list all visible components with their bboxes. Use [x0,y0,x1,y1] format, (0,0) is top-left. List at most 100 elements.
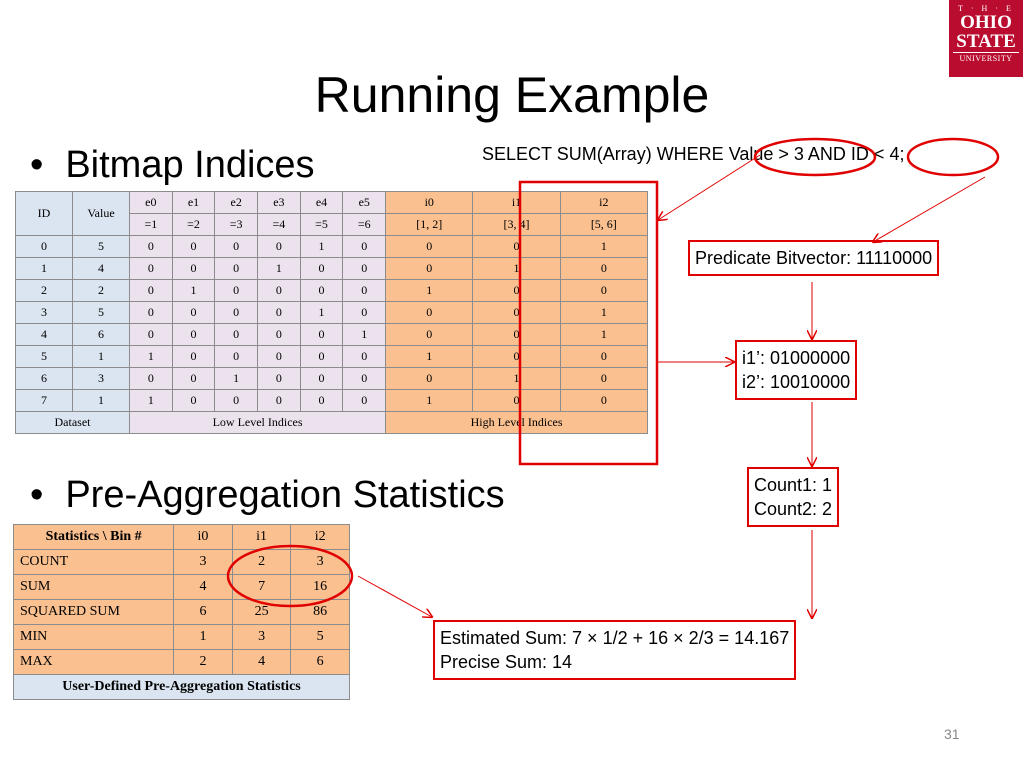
ohio-state-logo: T · H · E OHIO STATE UNIVERSITY [949,0,1023,77]
table-cell: 4 [15,323,73,346]
table-cell: 0 [257,279,301,302]
high-level-bins-highlight [518,180,659,466]
table-cell: 1 [385,345,474,368]
table-cell: 0 [257,389,301,412]
table-cell: 0 [472,235,561,258]
id-to-predicate-arrow [873,176,986,242]
table-cell: 0 [129,301,173,324]
table-cell: 0 [129,323,173,346]
table-cell: 0 [129,235,173,258]
slide-number: 31 [944,726,960,742]
table-cell: 1 [472,257,561,280]
table-cell: 2 [173,649,233,675]
table-cell: 0 [257,367,301,390]
header-cell: =1 [129,213,173,236]
table-cell: 25 [231,599,292,625]
table-cell: 1 [171,279,216,302]
table-cell: 1 [214,367,259,390]
table-cell: 0 [171,257,216,280]
table-cell: 1 [559,235,649,258]
table-cell: 1 [129,345,173,368]
table-cell: 4 [72,257,130,280]
table-cell: 0 [559,279,649,302]
table-cell: 0 [385,301,474,324]
table-cell: 0 [171,235,216,258]
table-cell: 2 [72,279,130,302]
header-cell: Statistics \ Bin # [12,524,175,550]
table-cell: 1 [472,367,561,390]
table-footer-row: User-Defined Pre-Aggregation Statistics [13,674,350,700]
table-cell: 1 [299,301,344,324]
table-cell: 0 [342,345,387,368]
table-cell: 0 [472,345,561,368]
header-cell: e1 [171,191,216,214]
header-cell: e4 [299,191,344,214]
table-cell: 0 [129,279,173,302]
table-cell: 0 [171,367,216,390]
header-cell: =5 [299,213,344,236]
header-cell: ID [15,191,73,236]
table-cell: 6 [15,367,73,390]
table-cell: 1 [257,257,301,280]
table-cell: 0 [559,367,649,390]
table-cell: 3 [231,624,292,650]
stats-footer-label: User-Defined Pre-Aggregation Statistics [13,674,350,700]
table-cell: 5 [72,301,130,324]
header-cell: [3, 4] [472,213,561,236]
header-cell: =6 [342,213,387,236]
table-cell: 2 [15,279,73,302]
table-cell: 5 [72,235,130,258]
table-header-row: ID Value e0 e1 e2 e3 e4 e5 i0 i1 i2 [15,191,649,236]
slide-title: Running Example [314,67,710,123]
bitmap-indices-table: ID Value e0 e1 e2 e3 e4 e5 i0 i1 i2 =1 =… [15,191,649,434]
bin-bitvector-box: i1’: 01000000 i2’: 10010000 [735,340,858,400]
table-cell: 0 [385,235,474,258]
table-cell: 0 [214,235,259,258]
sum-result-box: Estimated Sum: 7 × 1/2 + 16 × 2/3 = 14.1… [433,620,797,680]
header-cell: i0 [385,191,474,214]
selected-statistics-highlight [226,544,354,608]
table-cell: 5 [290,624,350,650]
query-to-table-arrow [658,154,761,220]
table-cell: 1 [15,257,73,280]
stats-to-sum-arrow [357,575,432,617]
table-cell: 0 [342,279,387,302]
id-condition-highlight [906,137,1000,177]
table-cell: MIN [12,624,175,650]
header-cell: e5 [342,191,387,214]
table-cell: 0 [299,279,344,302]
table-cell: 7 [231,574,292,600]
table-cell: 0 [15,235,73,258]
table-cell: 0 [559,257,649,280]
header-cell: Value [72,191,130,236]
dataset-label: Dataset [15,411,130,434]
table-cell: 7 [15,389,73,412]
table-cell: 86 [290,599,350,625]
table-cell: 0 [342,257,387,280]
low-level-indices-label: Low Level Indices [128,411,387,434]
table-cell: 4 [231,649,292,675]
table-cell: 0 [214,345,259,368]
header-cell: [1, 2] [385,213,474,236]
bullet-bitmap-indices: •Bitmap Indices [30,144,315,186]
table-cell: 0 [299,389,344,412]
header-cell: =2 [171,213,216,236]
table-cell: 1 [342,323,387,346]
table-footer-row: Dataset Low Level Indices High Level Ind… [15,411,648,434]
table-cell: 0 [129,257,173,280]
bullet-pre-aggregation: •Pre-Aggregation Statistics [30,474,505,516]
table-cell: 0 [299,257,344,280]
table-cell: 6 [173,599,233,625]
table-cell: 0 [257,235,301,258]
